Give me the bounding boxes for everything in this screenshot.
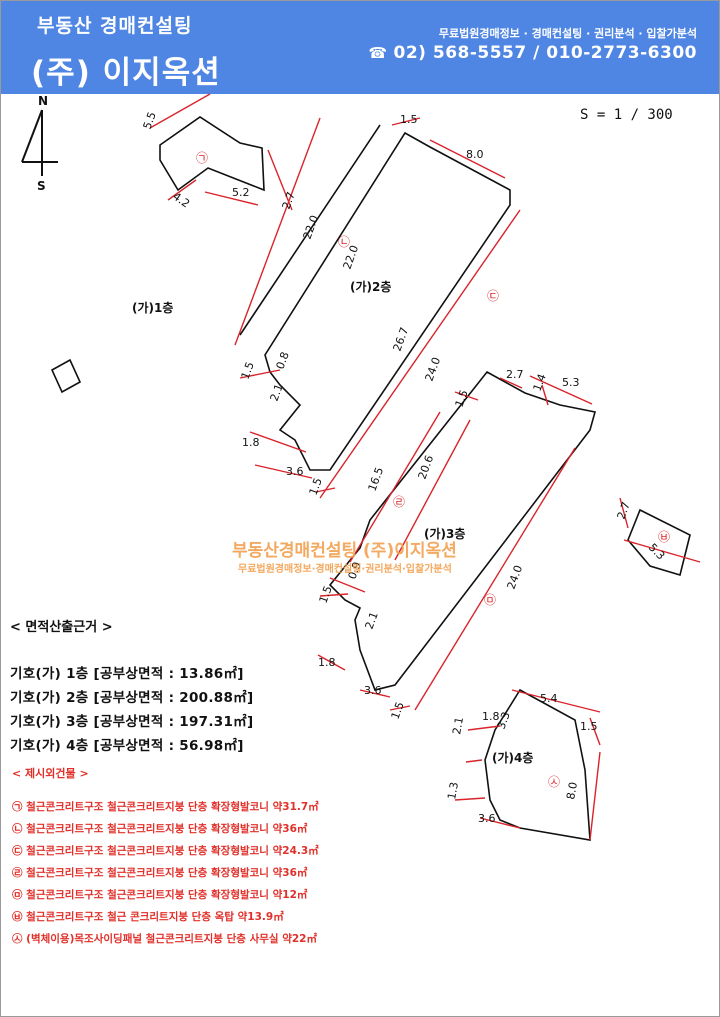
compass-north: N <box>38 94 48 108</box>
area-basis-title: < 면적산출근거 > <box>10 620 113 635</box>
area-row: 기호(가) 2층 [공부상면적 : 200.88㎡] <box>10 690 254 706</box>
dim-label: 2.1 <box>268 382 286 403</box>
annex-mark: ㉡ <box>12 823 23 835</box>
annex-text: 철근콘크리트구조 철근콘크리트지붕 단층 확장형발코니 약24.3㎡ <box>26 845 319 857</box>
dim-label: 26.7 <box>391 326 412 353</box>
header-banner: 부동산 경매컨설팅 (주) 이지옥션 무료법원경매정보 · 경매컨설팅 · 권리… <box>1 1 719 94</box>
dim-label: 4.2 <box>170 190 192 211</box>
annex-item: ㉢ 철근콘크리트구조 철근콘크리트지붕 단층 확장형발코니 약24.3㎡ <box>12 843 319 858</box>
dim-label: 1.3 <box>445 781 461 800</box>
dim-label: 2.7 <box>506 368 524 381</box>
dim-label: 1.8 <box>482 710 500 723</box>
dim-label: 3.3 <box>495 710 513 731</box>
dim-label: 1.5 <box>453 388 471 409</box>
marker-a: ㉠ <box>196 151 208 165</box>
building-outlines <box>50 116 691 841</box>
dim-label: 1.5 <box>307 476 325 497</box>
annex-text: 철근콘크리트구조 철근콘크리트지붕 단층 확장형발코니 약36㎡ <box>26 823 308 835</box>
annex-text: 철근콘크리트구조 철근콘크리트지붕 단층 확장형발코니 약36㎡ <box>26 867 308 879</box>
dim-label: 3.6 <box>364 684 382 697</box>
dim-label: 0.9 <box>346 560 364 581</box>
compass <box>21 109 58 176</box>
marker-e: ㉤ <box>484 593 496 607</box>
dim-label: 3.6 <box>286 465 304 478</box>
annex-markers: ㉠ ㉡ ㉢ ㉣ ㉤ ㉥ ㉦ <box>196 151 670 789</box>
floor-label-2: (가)2층 <box>350 279 391 294</box>
dim-label: 0.8 <box>274 350 292 371</box>
dim-label: 1.8 <box>318 656 336 669</box>
dim-label: 5.3 <box>646 541 668 563</box>
dim-label: 16.5 <box>366 466 387 493</box>
floor-labels: (가)1층 (가)2층 (가)3층 (가)4층 <box>132 279 533 765</box>
dimension-labels: 1.5 8.0 5.5 4.2 5.2 2.7 22.0 22.0 26.7 2… <box>141 110 668 825</box>
floor-label-4: (가)4층 <box>492 750 533 765</box>
annex-mark: ㉣ <box>12 867 23 879</box>
marker-b: ㉡ <box>338 235 350 249</box>
dim-label: 2.1 <box>363 610 381 631</box>
dim-label: 22.0 <box>301 214 322 241</box>
phone-number: 02) 568-5557 / 010-2773-6300 <box>393 43 697 63</box>
dim-label: 2.7 <box>280 190 298 211</box>
dim-label: 3.6 <box>478 812 496 825</box>
dim-label: 1.8 <box>242 436 260 449</box>
dim-label: 24.0 <box>505 564 526 591</box>
area-row: 기호(가) 3층 [공부상면적 : 197.31㎡] <box>10 714 254 730</box>
dim-label: 5.3 <box>562 376 580 389</box>
annex-text: 철근콘크리트구조 철근콘크리트지붕 단층 확장형발코니 약12㎡ <box>26 889 308 901</box>
dimension-lines <box>149 93 701 841</box>
annex-title: < 제시외건물 > <box>12 767 89 780</box>
marker-g: ㉦ <box>548 775 560 789</box>
dim-label: 5.4 <box>540 692 558 705</box>
dim-label: 1.5 <box>317 584 335 605</box>
annex-item: ㉤ 철근콘크리트구조 철근콘크리트지붕 단층 확장형발코니 약12㎡ <box>12 887 307 902</box>
annex-mark: ㉤ <box>12 889 23 901</box>
dim-label: 1.5 <box>580 720 598 733</box>
phone-line: ☎ 02) 568-5557 / 010-2773-6300 <box>368 43 697 63</box>
telephone-icon: ☎ <box>368 44 388 62</box>
dim-label: 1.5 <box>239 360 257 381</box>
annex-mark: ㉠ <box>12 801 23 813</box>
services-text: 무료법원경매정보 · 경매컨설팅 · 권리분석 · 입찰가분석 <box>438 27 697 40</box>
annex-text: 철근콘크리트구조 철근 콘크리트지붕 단층 옥탑 약13.9㎡ <box>26 911 284 923</box>
annex-text: (벽체이용)목조사이딩패널 철근콘크리트지붕 단층 사무실 약22㎡ <box>26 933 317 945</box>
annex-item: ㉦ (벽체이용)목조사이딩패널 철근콘크리트지붕 단층 사무실 약22㎡ <box>12 931 317 946</box>
dim-label: 24.0 <box>423 356 444 383</box>
watermark-subtitle: 무료법원경매정보·경매컨설팅·권리분석·입찰가분석 <box>238 564 452 575</box>
area-row: 기호(가) 1층 [공부상면적 : 13.86㎡] <box>10 666 244 682</box>
annex-mark: ㉢ <box>12 845 23 857</box>
dim-label: 5.2 <box>232 186 250 199</box>
dim-label: 5.5 <box>141 110 159 131</box>
floor-label-1: (가)1층 <box>132 300 173 315</box>
floor-label-3: (가)3층 <box>424 526 465 541</box>
dim-label: 1.5 <box>389 700 407 721</box>
dim-label: 2.7 <box>615 500 633 521</box>
dim-label: 1.5 <box>400 113 418 126</box>
marker-c: ㉢ <box>487 289 499 303</box>
scale-label: S = 1 / 300 <box>580 107 673 123</box>
compass-south: S <box>37 179 46 193</box>
dim-label: 8.0 <box>466 148 484 161</box>
annex-text: 철근콘크리트구조 철근콘크리트지붕 단층 확장형발코니 약31.7㎡ <box>26 801 319 813</box>
annex-item: ㉠ 철근콘크리트구조 철근콘크리트지붕 단층 확장형발코니 약31.7㎡ <box>12 799 319 814</box>
annex-item: ㉡ 철근콘크리트구조 철근콘크리트지붕 단층 확장형발코니 약36㎡ <box>12 821 307 836</box>
marker-f: ㉥ <box>658 530 670 544</box>
area-row: 기호(가) 4층 [공부상면적 : 56.98㎡] <box>10 738 244 754</box>
watermark-title: 부동산경매컨설팅 (주)이지옥션 <box>232 541 457 561</box>
annex-mark: ㉦ <box>12 933 23 945</box>
dim-label: 1.4 <box>531 372 549 393</box>
annex-item: ㉥ 철근콘크리트구조 철근 콘크리트지붕 단층 옥탑 약13.9㎡ <box>12 909 284 924</box>
dim-label: 2.1 <box>450 716 466 735</box>
annex-mark: ㉥ <box>12 911 23 923</box>
brand-subtitle: 부동산 경매컨설팅 <box>37 15 193 37</box>
annex-item: ㉣ 철근콘크리트구조 철근콘크리트지붕 단층 확장형발코니 약36㎡ <box>12 865 307 880</box>
dim-label: 8.0 <box>564 781 580 800</box>
marker-d: ㉣ <box>393 495 405 509</box>
brand-name: (주) 이지옥션 <box>31 55 221 91</box>
